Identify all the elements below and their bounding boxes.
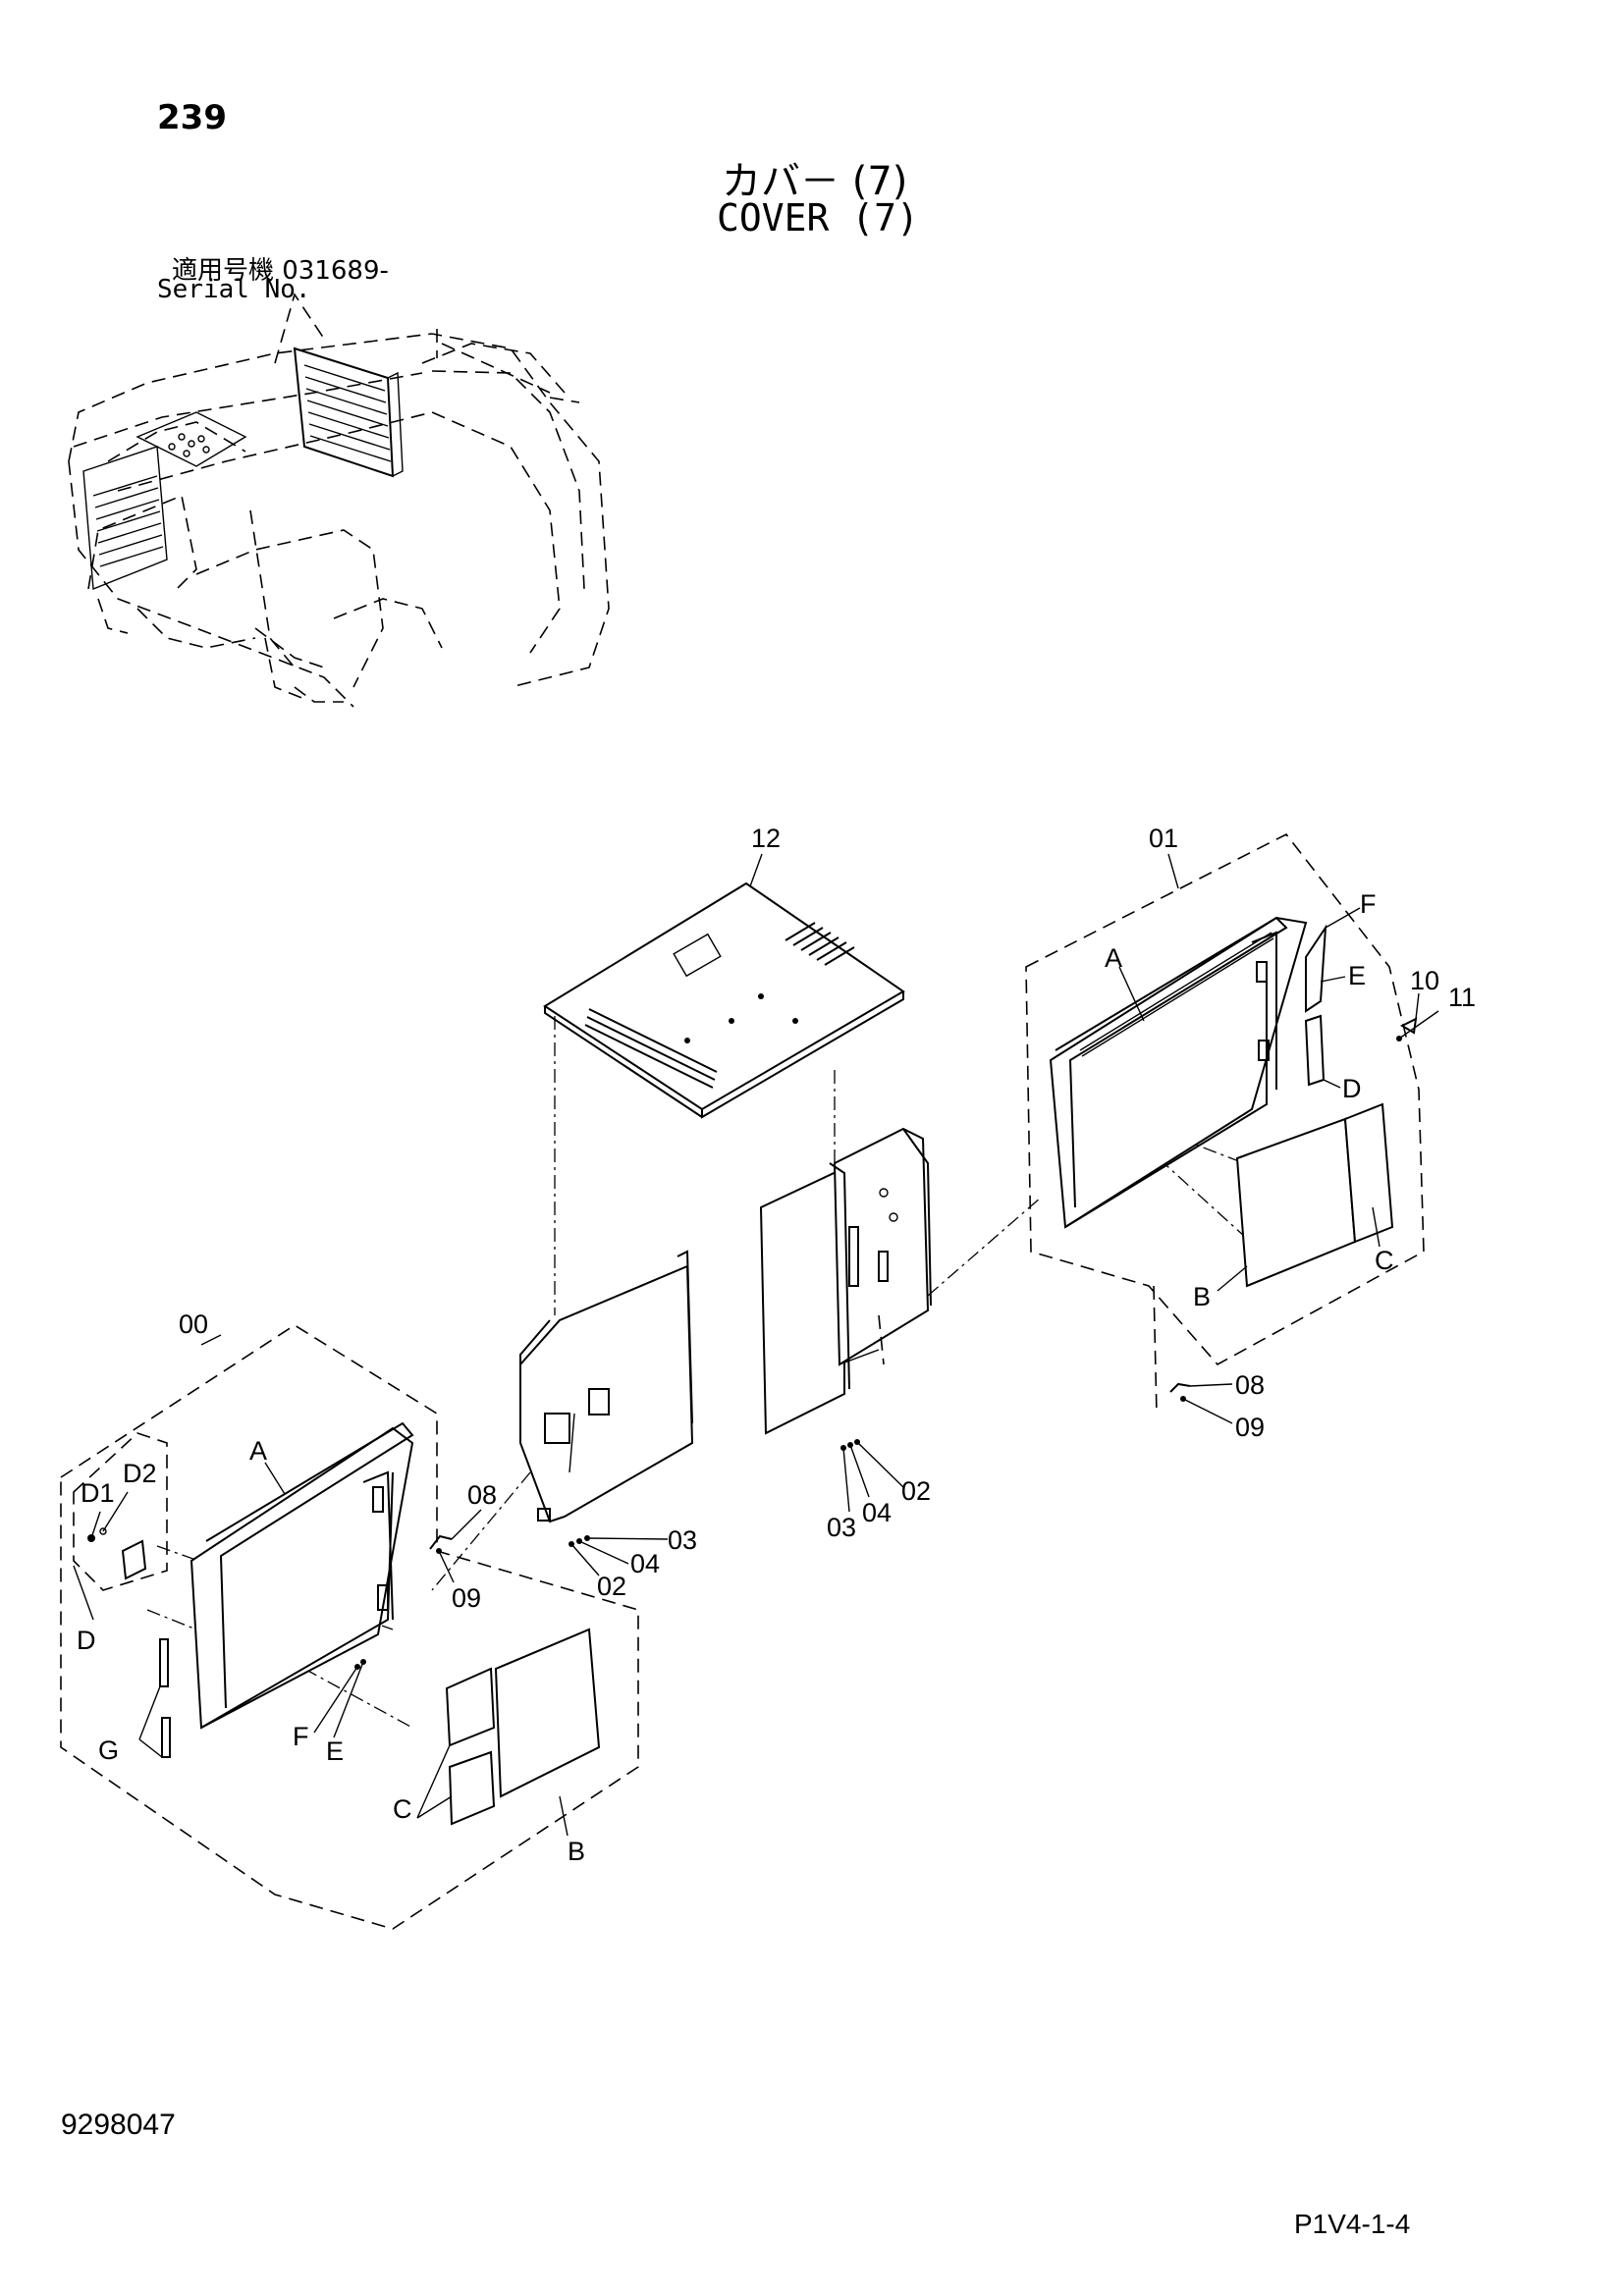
label-00-B: B (568, 1837, 585, 1866)
label-01-E: E (1348, 961, 1366, 990)
label-09-left: 09 (452, 1583, 481, 1613)
page-number: 239 (157, 98, 227, 137)
rear-grille (303, 364, 392, 462)
label-01: 01 (1149, 824, 1178, 853)
part-12-top-plate (543, 881, 905, 1119)
label-00-C: C (393, 1794, 412, 1824)
label-04-right: 04 (862, 1498, 892, 1527)
label-01-B: B (1193, 1282, 1211, 1311)
overview-machine-sketch (68, 293, 610, 708)
assembly-00 (60, 1324, 639, 1930)
side-panel-left (519, 1250, 694, 1523)
assembly-01 (1025, 832, 1425, 1366)
label-01-C: C (1375, 1246, 1394, 1275)
label-08-left: 08 (467, 1480, 497, 1510)
label-00-E: E (326, 1736, 344, 1766)
label-01-A: A (1105, 943, 1122, 973)
assembly-01-dash-down (1153, 1285, 1158, 1415)
leaders-01 (1118, 853, 1380, 1292)
page-reference: P1V4-1-4 (1294, 2209, 1411, 2239)
front-grille (92, 475, 164, 567)
label-11: 11 (1448, 983, 1476, 1012)
label-00-G: G (98, 1735, 119, 1765)
label-00-D: D (77, 1626, 96, 1655)
label-08-right: 08 (1235, 1370, 1265, 1400)
title-japanese: カバ－ (7) (722, 159, 908, 204)
label-02-right: 02 (901, 1476, 931, 1506)
top-plate-louvers-left (584, 1008, 718, 1089)
label-00: 00 (179, 1309, 208, 1339)
side-panel-right (759, 1127, 932, 1435)
label-04-left: 04 (630, 1549, 660, 1578)
label-12: 12 (751, 824, 781, 853)
callout-labels: 12 01 00 A F E 10 11 D B C 08 09 03 04 0… (77, 824, 1476, 1866)
label-D1: D1 (81, 1478, 115, 1508)
document-number: 9298047 (61, 2109, 176, 2141)
label-10: 10 (1410, 966, 1439, 995)
label-03-right: 03 (827, 1513, 856, 1542)
label-01-F: F (1360, 889, 1377, 919)
serial-label-japanese: 適用号機 031689- (172, 256, 389, 286)
top-plate-louvers-right (785, 922, 855, 966)
label-D2: D2 (123, 1459, 157, 1488)
label-09-right: 09 (1235, 1413, 1265, 1442)
title-english: COVER (7) (717, 196, 919, 240)
frame-01-top-louvers (1079, 932, 1274, 1057)
label-02-left: 02 (597, 1572, 626, 1601)
label-00-F: F (293, 1722, 309, 1751)
serial-label-english: Serial No. (157, 275, 311, 304)
leader-12 (749, 853, 763, 887)
leaders-00 (73, 1334, 568, 1837)
label-00-A: A (249, 1436, 267, 1466)
label-01-D: D (1342, 1074, 1362, 1103)
label-03-left: 03 (668, 1525, 697, 1555)
